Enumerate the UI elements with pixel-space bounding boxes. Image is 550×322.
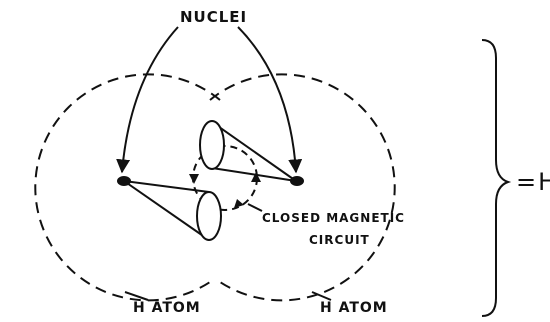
nuclei-arrow-right: [238, 27, 296, 172]
circuit-arrow-left: [189, 174, 199, 184]
closed-circuit-label-line1: CLOSED MAGNETIC: [262, 211, 405, 225]
h-atom-right-label: H ATOM: [320, 300, 388, 316]
closed-circuit-label-line2: CIRCUIT: [309, 233, 370, 247]
closed-circuit-leader: [248, 204, 262, 211]
nucleus-right: [290, 176, 304, 186]
h-symbol: H: [538, 168, 550, 196]
nuclei-arrow-left: [122, 27, 178, 172]
h-atom-left-label: H ATOM: [133, 300, 201, 316]
nuclei-label: NUCLEI: [180, 8, 247, 26]
h-atom-right-outline: [210, 74, 395, 300]
circuit-arrow-bottom: [234, 199, 244, 208]
equals-sign: =: [516, 168, 536, 196]
h2-formula: =H2: [516, 168, 550, 200]
nucleus-left: [117, 176, 131, 186]
h-atom-left-outline: [35, 74, 220, 300]
right-curly-brace: [482, 40, 508, 316]
cone-left-ellipse: [197, 192, 221, 240]
cone-right-ellipse: [200, 121, 224, 169]
cone-right-upper-edge: [212, 122, 296, 181]
